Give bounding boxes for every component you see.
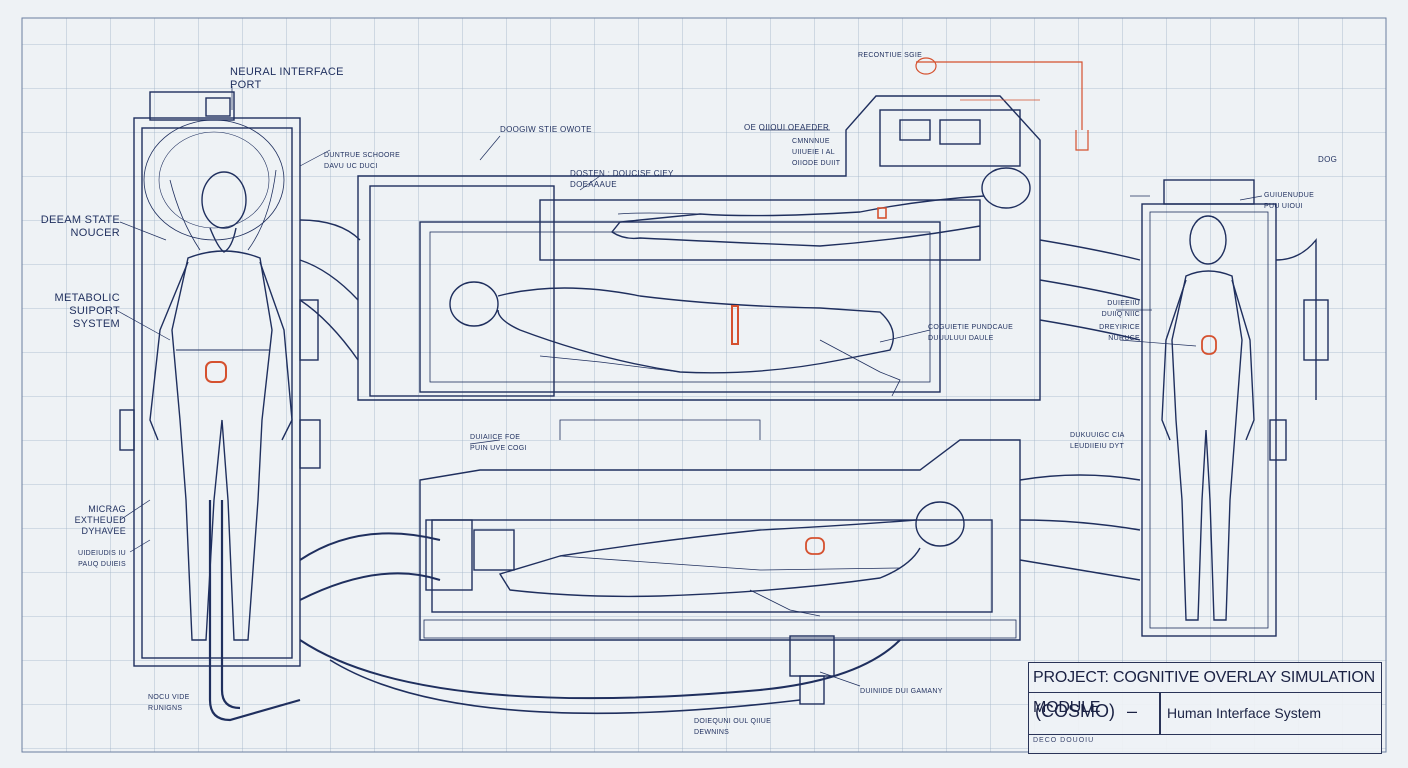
upper-bed-accent — [731, 305, 739, 345]
title-block: PROJECT: COGNITIVE OVERLAY SIMULATION MO… — [1028, 662, 1382, 754]
right-vertical-pod — [1141, 179, 1329, 637]
label-lower-unit: DUIAIICE FOE PUIN UVE COGI — [470, 434, 527, 452]
project-title: PROJECT: COGNITIVE OVERLAY SIMULATION MO… — [1029, 663, 1381, 716]
label-recon-base: RECONTIUE SGIE — [858, 52, 923, 59]
upper-bed-unit — [299, 95, 1141, 401]
label-core-caps: DUINIIDE DUI GAMANY — [860, 688, 943, 695]
title-divider — [1159, 693, 1161, 735]
label-dream-state-inducer: DEEAM STATE NOUCER — [40, 214, 120, 239]
right-pod-accent — [1201, 335, 1217, 355]
leader-lines — [115, 86, 1263, 687]
label-dorion: DOSTEN : DOUCISE CIEY DOEAAAUE — [570, 169, 674, 189]
label-oe-orient: OE OIIOUI OEAEDER — [744, 123, 830, 132]
label-neural-side: DREYIRICE NURUCE — [1099, 324, 1140, 342]
top-conduit — [915, 57, 1089, 151]
label-right-top: GUIUENUDUE PUU UIOUI — [1264, 192, 1315, 210]
project-subtitle: Human Interface System — [1167, 705, 1322, 721]
lower-bed-unit — [299, 419, 1141, 715]
label-metabolic-support-system: METABOLIC SUIPORT SYSTEM — [54, 292, 120, 330]
title-dash: – — [1127, 701, 1138, 721]
label-body-state: DOOGIW STIE OWOTE — [500, 125, 592, 134]
label-neural-interface-port: NEURAL INTERFACE PORT — [230, 66, 344, 91]
sheet-border — [21, 17, 1387, 753]
left-pod-accent — [205, 361, 227, 383]
title-row: (COSMO) – Human Interface System — [1029, 693, 1381, 735]
upper-bed-accent-2 — [877, 207, 887, 219]
label-cable-coil: DOIEQUNI OUL QIIUE DEWNINS — [694, 718, 772, 736]
label-cardio: DUKUUIGC CIA LEUDIIEIU DYT — [1070, 432, 1125, 450]
label-cognitive-relay: COGUIETIE PUNDCAUE DUUULUUI DAULE — [928, 324, 1014, 342]
label-left-low: UIDEIUDIS IU PAUQ DUIEIS — [78, 550, 126, 568]
title-footer: DECO DOUOIU — [1033, 737, 1095, 744]
label-small-right: DOG — [1318, 155, 1338, 164]
label-right-mid: DUIEEIIU DUIIQ NIIC — [1101, 300, 1140, 318]
label-dual-valve: NOCU VIDE RUNIGNS — [148, 694, 190, 712]
label-bed-subunit: DUNTRUE SCHOORE DAVU UC DUCI — [324, 152, 401, 170]
lower-bed-accent — [805, 537, 825, 555]
left-vertical-pod — [119, 91, 321, 722]
label-overlay-stat: CMNNNUE UIIUEIE I AL OIIODE DUIIT — [792, 138, 841, 167]
label-micro-unit: MICRAG EXTHEUED DYHAVEE — [74, 504, 126, 536]
project-code: (COSMO) — [1035, 701, 1115, 721]
